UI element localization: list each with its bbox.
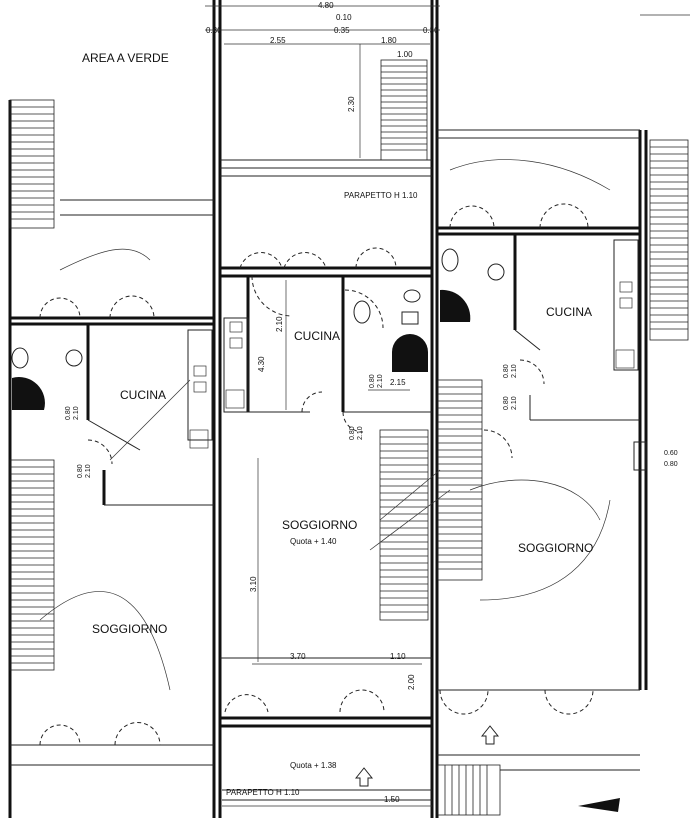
dim-win-right-2: 0.80 xyxy=(664,461,678,468)
dim-v-200: 2.00 xyxy=(407,674,416,690)
dim-h-110: 1.10 xyxy=(390,652,406,661)
dim-top-180: 1.80 xyxy=(381,36,397,45)
dim-v-310: 3.10 xyxy=(249,576,258,592)
label-area-verde: AREA A VERDE xyxy=(82,51,169,65)
label-quota-center: Quota + 1.40 xyxy=(290,537,337,546)
dim-top-total: 4.80 xyxy=(318,1,334,10)
sketch-lines xyxy=(39,159,611,691)
entry-arrows xyxy=(354,725,500,787)
door-dimension-label: 0.802.10 xyxy=(349,426,364,440)
label-soggiorno-right: SOGGIORNO xyxy=(518,541,593,555)
dim-v-430: 4.30 xyxy=(257,356,266,372)
dim-top-255: 2.55 xyxy=(270,36,286,45)
stairs xyxy=(9,59,689,816)
dim-top-030-right: 0.30 xyxy=(423,26,439,35)
label-parapetto-top: PARAPETTO H 1.10 xyxy=(344,191,418,200)
door-dimension-label: 0.802.10 xyxy=(77,464,92,478)
door-dimension-label: 0.802.10 xyxy=(503,364,518,378)
walls xyxy=(8,0,648,818)
door-dimension-labels: 0.802.10 0.802.10 0.802.10 0.802.10 0.802.10… xyxy=(65,364,518,478)
label-soggiorno-left: SOGGIORNO xyxy=(92,622,167,636)
label-cucina-right: CUCINA xyxy=(546,305,592,319)
dim-h-150: 1.50 xyxy=(384,795,400,804)
fixtures xyxy=(11,239,647,812)
dim-v-230: 2.30 xyxy=(347,96,356,112)
dim-top-035: 0.35 xyxy=(334,26,350,35)
dim-h-370: 3.70 xyxy=(290,652,306,661)
label-cucina-left: CUCINA xyxy=(120,388,166,402)
dimension-texts: 4.80 0.10 0.30 0.30 2.55 0.35 1.80 1.00 … xyxy=(206,1,678,804)
dim-v-210: 2.10 xyxy=(275,316,284,332)
door-dimension-label: 0.802.10 xyxy=(65,406,80,420)
dim-top-100: 1.00 xyxy=(397,50,413,59)
door-dimension-label: 0.802.10 xyxy=(503,396,518,410)
label-quota-bottom: Quota + 1.38 xyxy=(290,761,337,770)
dim-win-right-1: 0.60 xyxy=(664,450,678,457)
parapets xyxy=(60,199,640,801)
door-dimension-label: 0.802.10 xyxy=(369,374,384,388)
doors xyxy=(39,203,594,746)
dim-top-030-left: 0.30 xyxy=(206,26,222,35)
label-parapetto-bottom: PARAPETTO H 1.10 xyxy=(226,788,300,797)
label-cucina-center: CUCINA xyxy=(294,329,340,343)
dim-top-010: 0.10 xyxy=(336,13,352,22)
room-labels: AREA A VERDE CUCINA CUCINA CUCINA SOGGIO… xyxy=(82,51,593,797)
dim-h-215: 2.15 xyxy=(390,378,406,387)
dimension-lines xyxy=(205,5,690,807)
label-soggiorno-center: SOGGIORNO xyxy=(282,518,357,532)
